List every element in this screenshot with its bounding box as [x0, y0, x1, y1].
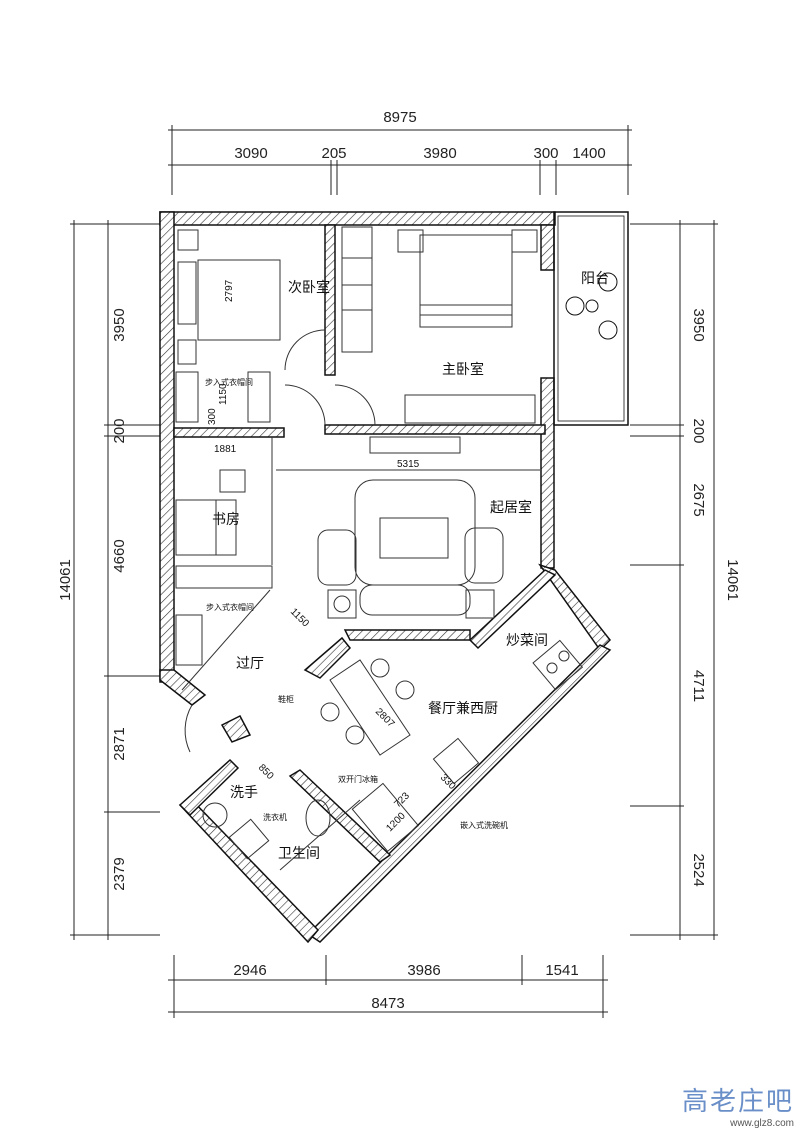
label-fridge: 双开门冰箱 [338, 774, 378, 784]
dim-study: 1881 [214, 444, 237, 455]
dim-left-1: 3950 [111, 308, 128, 341]
dim-left-2: 200 [111, 418, 128, 443]
dim-left-3: 4660 [111, 539, 128, 572]
dimension-lines [70, 125, 718, 1018]
room-walkin-closet-2: 步入式衣帽间 [206, 602, 254, 612]
dim-right-2: 200 [690, 418, 707, 443]
dim-left-total: 14061 [57, 559, 74, 601]
room-balcony: 阳台 [581, 271, 609, 287]
dim-right-4: 4711 [690, 670, 707, 702]
dim-bed: 2797 [224, 279, 235, 302]
dim-top-4: 300 [533, 145, 558, 162]
dim-bottom-2: 3986 [407, 962, 440, 979]
dim-counter-b: 1200 [384, 810, 408, 834]
watermark-url: www.glz8.com [730, 1118, 794, 1129]
dim-bottom-1: 2946 [233, 962, 266, 979]
room-hallway: 过厅 [236, 656, 264, 672]
room-second-bedroom: 次卧室 [288, 279, 330, 296]
dim-hall: 1150 [288, 606, 311, 629]
room-study: 书房 [212, 512, 240, 528]
label-shoe-cabinet: 鞋柜 [278, 694, 294, 704]
room-walkin-closet-1: 步入式衣帽间 [205, 377, 253, 387]
label-dishwasher: 嵌入式洗碗机 [460, 820, 508, 830]
room-bathroom: 卫生间 [278, 846, 320, 862]
dim-wash: 850 [256, 762, 276, 782]
dim-closet-d: 300 [207, 408, 218, 425]
balcony [553, 211, 629, 426]
dim-top-total: 8975 [383, 109, 416, 126]
dim-right-5: 2524 [690, 853, 707, 886]
annotations: 鞋柜 洗衣机 双开门冰箱 嵌入式洗碗机 [263, 694, 508, 830]
dim-left-4: 2871 [111, 727, 128, 760]
watermark: 高老庄吧 www.glz8.com [682, 1081, 794, 1129]
dim-right-total: 14061 [724, 559, 741, 601]
dim-bottom-total: 8473 [371, 995, 404, 1012]
dim-counter-a: 723 [392, 790, 412, 810]
watermark-logo: 高老庄吧 [681, 1087, 794, 1117]
dim-top-1: 3090 [234, 145, 267, 162]
dim-left-5: 2379 [111, 857, 128, 890]
walls [159, 211, 612, 944]
room-wash: 洗手 [230, 785, 258, 801]
dim-right-1: 3950 [690, 308, 707, 341]
room-living: 起居室 [490, 499, 532, 516]
dim-top-3: 3980 [423, 145, 456, 162]
room-labels: 次卧室 主卧室 阳台 步入式衣帽间 书房 起居室 步入式衣帽间 过厅 餐厅兼西厨… [205, 271, 609, 862]
dim-right-3: 2675 [690, 483, 707, 516]
dim-top-5: 1400 [572, 145, 605, 162]
room-master-bedroom: 主卧室 [442, 361, 484, 378]
label-washing-machine: 洗衣机 [263, 812, 287, 822]
dim-closet-w: 1150 [218, 383, 229, 405]
dim-top-2: 205 [321, 145, 346, 162]
dim-living: 5315 [397, 459, 420, 470]
dim-bottom-3: 1541 [545, 962, 578, 979]
room-dining-kitchen: 餐厅兼西厨 [428, 701, 498, 717]
room-wok-kitchen: 炒菜间 [506, 633, 548, 649]
furniture [175, 226, 584, 871]
